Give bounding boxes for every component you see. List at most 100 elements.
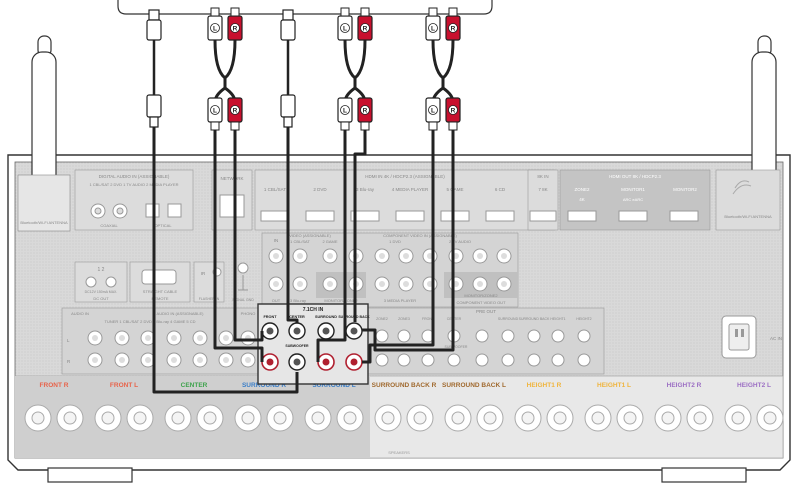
svg-text:SUBWOOFER: SUBWOOFER [445,345,468,349]
svg-text:FLASHER IN: FLASHER IN [199,297,220,301]
svg-text:OPTICAL: OPTICAL [154,223,172,228]
rca-plug-center-top [281,10,295,40]
svg-text:PRE OUT: PRE OUT [476,309,496,314]
speaker-binding-post-core [452,412,464,424]
svg-text:SURROUND BACK: SURROUND BACK [519,317,550,321]
speakers-footer: SPEAKERS [388,450,410,455]
svg-text:DIGITAL AUDIO IN (ASSIGNABLE): DIGITAL AUDIO IN (ASSIGNABLE) [99,174,170,179]
rca-plug-subwoofer-top [147,10,161,40]
flasher-section: IR FLASHER IN [194,262,224,302]
svg-text:STRAIGHT CABLE: STRAIGHT CABLE [143,289,178,294]
speaker-binding-post-core [344,412,356,424]
svg-text:PHONO: PHONO [241,311,256,316]
rca-plug-label: R [233,26,238,33]
speaker-label: HEIGHT2 R [667,382,702,389]
speaker-binding-post-core [732,412,744,424]
antenna-right-label: Bluetooth/Wi-Fi ANTENNA [724,214,772,219]
rca-plug-label: L [343,108,347,115]
svg-text:1 2: 1 2 [98,267,105,273]
rca-plug-label: R [451,26,456,33]
svg-text:FRONT: FRONT [263,315,277,319]
svg-text:5 GAME: 5 GAME [446,187,463,192]
svg-text:ARC eARC: ARC eARC [623,197,643,202]
svg-text:MONITOR2: MONITOR2 [673,187,697,192]
svg-text:COMPONENT VIDEO IN (ASSIGNABLE: COMPONENT VIDEO IN (ASSIGNABLE) [383,233,457,238]
svg-text:1 CBL/SAT 2 DVD 1 TV AUDIO: 1 CBL/SAT 2 DVD 1 TV AUDIO 2 MEDIA PLAYE… [89,182,178,187]
speaker-binding-post-core [242,412,254,424]
hdmi-8k-section: 8K IN 7 8K [528,170,558,230]
svg-text:2 GAME: 2 GAME [322,239,337,244]
rca-plug-label: R [233,108,238,115]
ch71-in-block: 7.1CH IN FRONT CENTER SURROUND SURROUND … [258,304,370,384]
speaker-binding-post-core [172,412,184,424]
speaker-binding-post-core [274,412,286,424]
rca-plug-tip [231,122,239,130]
svg-text:1 CBL/SAT: 1 CBL/SAT [264,187,286,192]
speaker-binding-post-core [624,412,636,424]
speaker-binding-post-core [382,412,394,424]
svg-text:IR: IR [201,271,206,276]
speaker-label: HEIGHT1 R [527,382,562,389]
rca-plug-label: R [451,108,456,115]
foot-right [662,468,746,482]
svg-text:SURROUND: SURROUND [315,315,337,319]
svg-text:2 DVD: 2 DVD [313,187,327,192]
remote-section: STRAIGHT CABLE REMOTE [130,262,190,302]
rca-plug-tip [361,122,369,130]
audio-in-section: AUDIO IN AUDIO IN (ASSIGNABLE) TUNER 1 C… [62,308,262,374]
svg-text:3 Blu-ray: 3 Blu-ray [356,187,375,192]
svg-text:MONITOR1: MONITOR1 [621,187,645,192]
speaker-binding-post-core [64,412,76,424]
rca-plug-tip [341,122,349,130]
rca-plug-label: L [431,26,435,33]
speaker-binding-post-core [102,412,114,424]
svg-text:1 CBL/SAT: 1 CBL/SAT [290,239,310,244]
svg-text:HDMI OUT 8K / HDCP2.3: HDMI OUT 8K / HDCP2.3 [609,174,661,179]
speaker-label: FRONT L [110,382,138,389]
svg-text:COMPONENT VIDEO OUT: COMPONENT VIDEO OUT [456,300,506,305]
svg-text:SURROUND: SURROUND [498,317,519,321]
speaker-binding-post-core [592,412,604,424]
hdmi-out-section: HDMI OUT 8K / HDCP2.3 ZONE2 4K MONITOR1 … [560,170,710,230]
rca-plug-center-bottom [281,95,295,127]
speaker-binding-post-core [312,412,324,424]
speaker-label: FRONT R [40,382,69,389]
rca-plug-tip [429,122,437,130]
speaker-label: HEIGHT2 L [737,382,771,389]
svg-text:TUNER 1 CBL/SAT 2 DVD 3 Blu: TUNER 1 CBL/SAT 2 DVD 3 Blu-ray 4 GAME 5… [105,319,196,324]
speaker-binding-post-core [554,412,566,424]
rca-plug-tip [429,8,437,16]
rca-plug-tip [341,8,349,16]
speaker-binding-post-core [764,412,776,424]
rca-plug-label: L [213,108,217,115]
svg-text:ZONE2: ZONE2 [376,317,388,321]
svg-text:DC OUT: DC OUT [93,296,109,301]
rca-plug-label: R [363,26,368,33]
speaker-label: SURROUND BACK L [442,382,506,389]
svg-text:DC12V 150mA MAX.: DC12V 150mA MAX. [85,290,118,294]
svg-text:7.1CH IN: 7.1CH IN [303,307,324,313]
svg-text:NETWORK: NETWORK [221,176,244,181]
rca-plug-label: L [343,26,347,33]
speaker-binding-post-core [662,412,674,424]
dc-out-section: 1 2 DC12V 150mA MAX. DC OUT [75,262,127,302]
svg-text:CENTER: CENTER [289,315,305,319]
svg-text:MONITOR/ZONE2: MONITOR/ZONE2 [464,293,498,298]
speaker-label: CENTER [181,382,208,389]
svg-text:8K IN: 8K IN [537,174,548,179]
rca-plug-tip [231,8,239,16]
rca-plug-tip [211,8,219,16]
rca-plug-tip [361,8,369,16]
video-section: IN VIDEO (ASSIGNABLE) 1 CBL/SAT 2 GAME C… [262,233,518,307]
svg-text:HEIGHT1: HEIGHT1 [550,317,565,321]
svg-text:1 DVD: 1 DVD [389,239,401,244]
speaker-binding-post-core [414,412,426,424]
rca-plug-tip [449,122,457,130]
svg-text:4 MEDIA PLAYER: 4 MEDIA PLAYER [392,187,429,192]
digital-audio-section: DIGITAL AUDIO IN (ASSIGNABLE) 1 CBL/SAT … [75,170,193,230]
speaker-binding-post-core [694,412,706,424]
svg-text:AUDIO IN: AUDIO IN [71,311,89,316]
speaker-binding-post-core [32,412,44,424]
